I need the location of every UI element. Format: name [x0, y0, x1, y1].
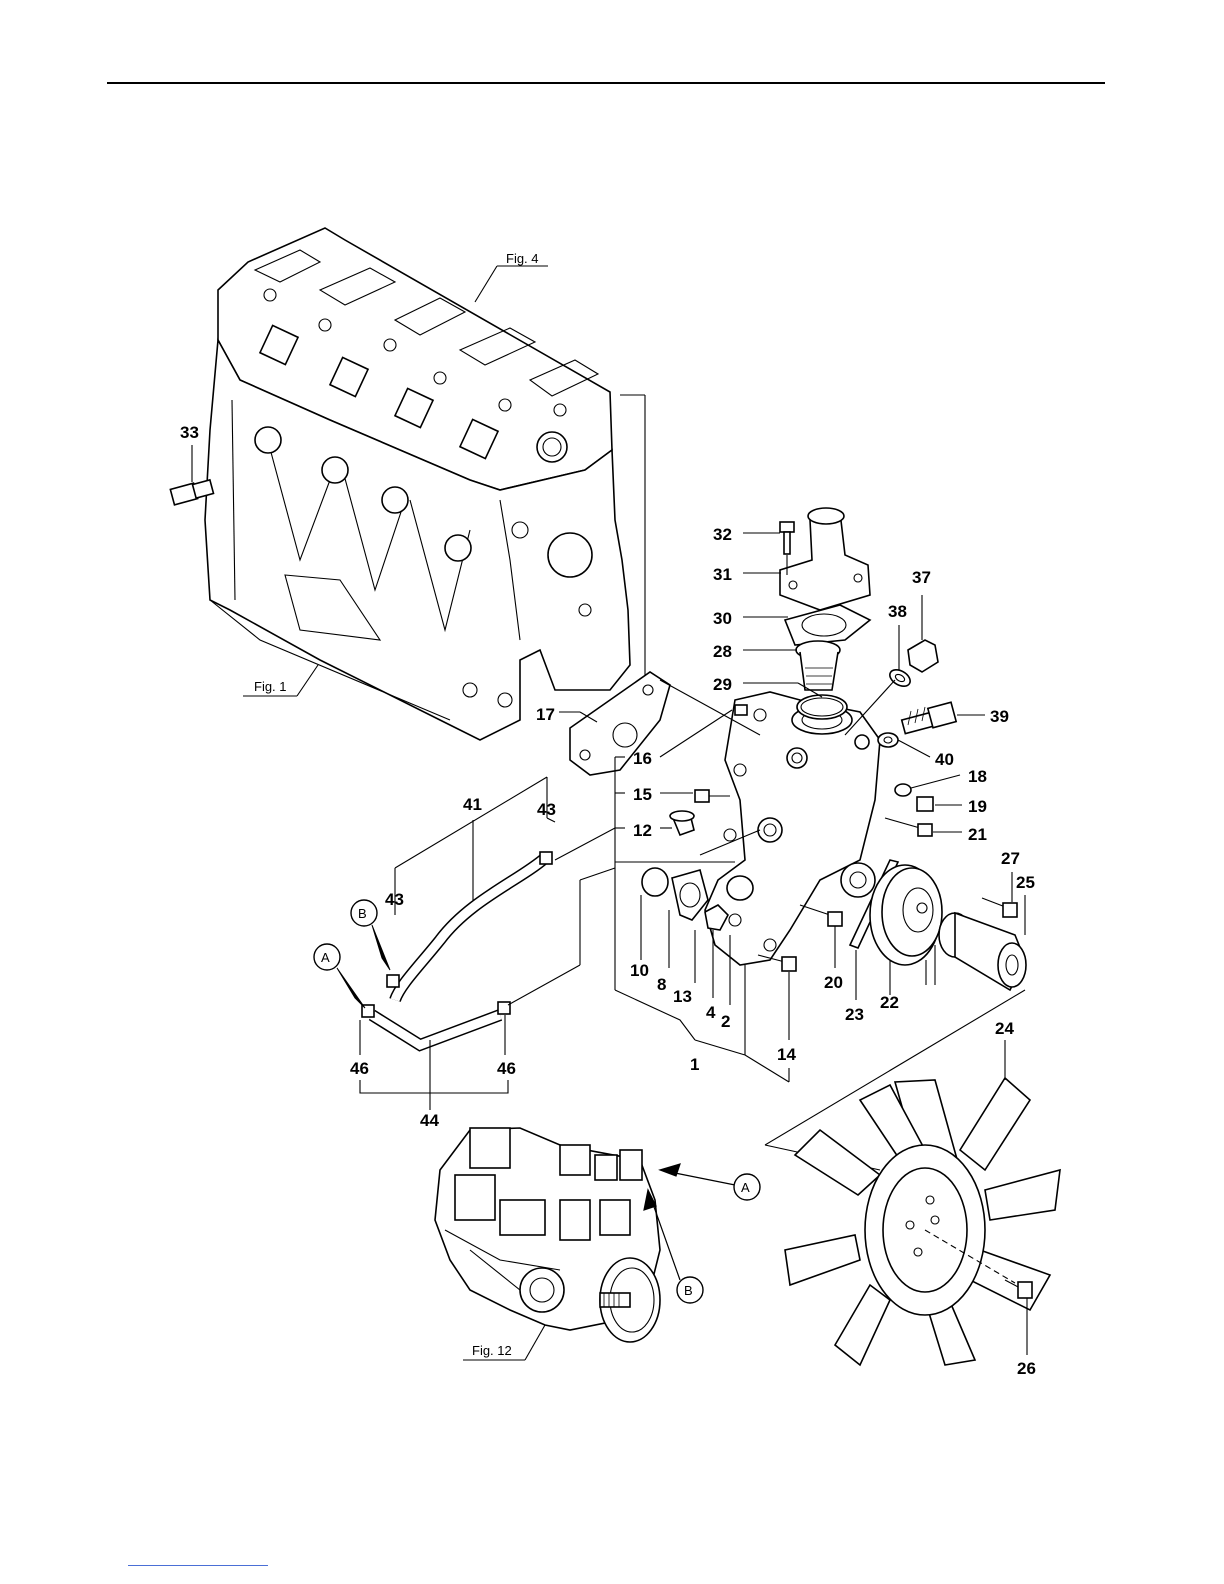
- callout-30: 30: [713, 609, 732, 628]
- part-40-washer: [878, 733, 930, 757]
- part-32-bolt: [780, 522, 794, 554]
- callout-19: 19: [968, 797, 987, 816]
- part-30-gasket: [785, 605, 870, 645]
- fig12-label: Fig. 12: [472, 1343, 512, 1358]
- callout-32: 32: [713, 525, 732, 544]
- callout-24: 24: [995, 1019, 1014, 1038]
- part-27-bolt: [982, 872, 1017, 917]
- callout-28: 28: [713, 642, 732, 661]
- part-46-clip-right: [498, 1002, 510, 1014]
- part-21-bolt: [885, 818, 962, 836]
- callout-38: 38: [888, 602, 907, 621]
- callout-29: 29: [713, 675, 732, 694]
- arrow-a-top: [337, 968, 365, 1008]
- view-marker-b-top[interactable]: B: [351, 900, 377, 926]
- svg-text:B: B: [684, 1283, 693, 1298]
- callout-44: 44: [420, 1111, 439, 1130]
- part-43-clip-lower: [387, 975, 399, 987]
- callout-31: 31: [713, 565, 732, 584]
- part-24-cooling-fan: [785, 1078, 1060, 1365]
- svg-text:A: A: [741, 1180, 750, 1195]
- callout-27: 27: [1001, 849, 1020, 868]
- part-39-temperature-sensor: [902, 702, 985, 733]
- callout-43b: 43: [385, 890, 404, 909]
- callout-46a: 46: [350, 1059, 369, 1078]
- svg-text:A: A: [321, 950, 330, 965]
- part-37-plug: [908, 595, 938, 672]
- part-18-washer: [895, 775, 960, 796]
- callout-14: 14: [777, 1045, 796, 1064]
- fig4-label: Fig. 4: [506, 251, 539, 266]
- part-28-thermostat: [796, 641, 840, 690]
- part-14-bolt: [758, 955, 796, 1040]
- callout-21: 21: [968, 825, 987, 844]
- callout-12: 12: [633, 821, 652, 840]
- callout-41: 41: [463, 795, 482, 814]
- callout-8: 8: [657, 975, 666, 994]
- callout-16: 16: [633, 749, 652, 768]
- callout-26: 26: [1017, 1359, 1036, 1378]
- callout-33: 33: [180, 423, 199, 442]
- callout-40: 40: [935, 750, 954, 769]
- callout-2: 2: [721, 1012, 730, 1031]
- part-10-o-ring: [642, 868, 668, 896]
- view-marker-a-pump[interactable]: A: [734, 1174, 760, 1200]
- part-43-clip-upper: [540, 852, 552, 864]
- fig1-label: Fig. 1: [254, 679, 287, 694]
- arrow-a-pump: [660, 1164, 735, 1185]
- callout-25: 25: [1016, 873, 1035, 892]
- callout-4: 4: [706, 1003, 716, 1022]
- engine-block: [205, 228, 630, 740]
- part-29-o-ring: [797, 695, 847, 719]
- callout-18: 18: [968, 767, 987, 786]
- svg-text:B: B: [358, 906, 367, 921]
- callout-1: 1: [690, 1055, 699, 1074]
- part-15-bolt: [660, 790, 730, 802]
- callout-15: 15: [633, 785, 652, 804]
- arrow-b-top: [372, 925, 390, 970]
- callout-10: 10: [630, 961, 649, 980]
- callout-37: 37: [912, 568, 931, 587]
- callout-23: 23: [845, 1005, 864, 1024]
- callout-43a: 43: [537, 800, 556, 819]
- callout-13: 13: [673, 987, 692, 1006]
- injection-pump: [435, 1128, 660, 1342]
- view-marker-a-top[interactable]: A: [314, 944, 340, 970]
- footer-rule: [128, 1565, 268, 1566]
- callout-20: 20: [824, 973, 843, 992]
- part-20-bolt: [800, 905, 842, 968]
- callout-39: 39: [990, 707, 1009, 726]
- water-pump-assembly: [705, 692, 880, 965]
- callout-46b: 46: [497, 1059, 516, 1078]
- callout-17: 17: [536, 705, 555, 724]
- callout-22: 22: [880, 993, 899, 1012]
- part-22-pulley: [870, 865, 942, 995]
- view-marker-b-pump[interactable]: B: [677, 1277, 703, 1303]
- part-19-bolt: [917, 797, 962, 811]
- part-8-elbow: [672, 870, 708, 920]
